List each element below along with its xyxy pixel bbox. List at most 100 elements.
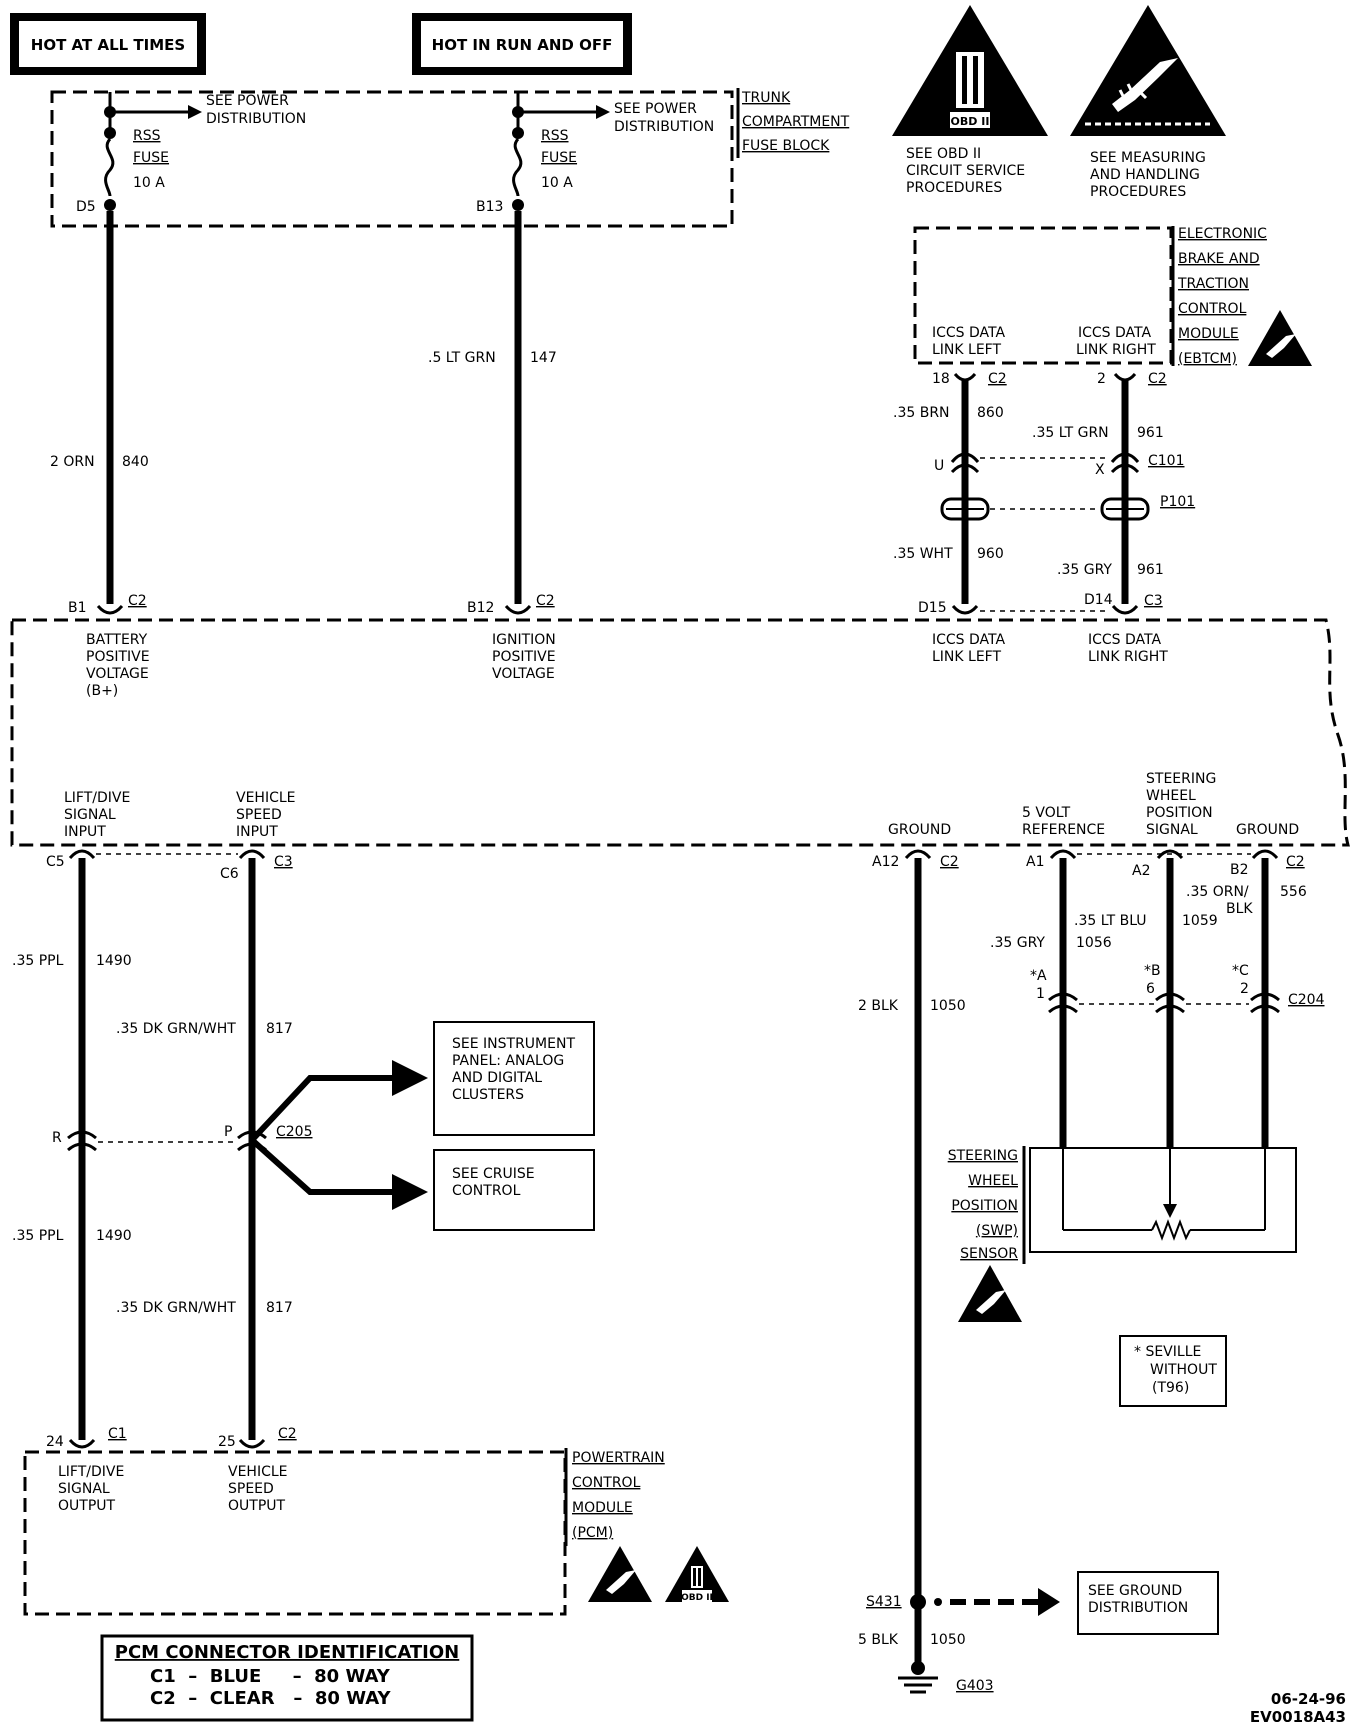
svg-text:BRAKE AND: BRAKE AND: [1178, 251, 1260, 267]
svg-text:860: 860: [977, 405, 1004, 421]
ebtcm-outline: [913, 226, 1173, 365]
svg-text:A12: A12: [872, 854, 899, 870]
svg-text:SEE INSTRUMENT: SEE INSTRUMENT: [452, 1036, 575, 1052]
svg-text:B13: B13: [476, 199, 503, 215]
svg-text:SIGNAL: SIGNAL: [1146, 822, 1198, 838]
svg-text:C2: C2: [1148, 371, 1167, 387]
fuse-block-outline: [50, 90, 734, 228]
pcm-esd-icon: [588, 1546, 652, 1602]
main-module-outline: [10, 618, 1350, 847]
svg-text:SPEED: SPEED: [236, 807, 282, 823]
svg-text:STEERING: STEERING: [1146, 771, 1216, 787]
hot-in-run-box: HOT IN RUN AND OFF: [412, 13, 632, 75]
svg-text:VOLTAGE: VOLTAGE: [86, 666, 149, 682]
svg-text:CONTROL: CONTROL: [452, 1183, 521, 1199]
svg-text:RSS: RSS: [541, 128, 569, 144]
svg-text:POSITION: POSITION: [1146, 805, 1213, 821]
svg-text:LINK RIGHT: LINK RIGHT: [1088, 649, 1168, 665]
svg-text:SEE OBD II: SEE OBD II: [906, 146, 981, 162]
svg-text:.35 GRY: .35 GRY: [990, 935, 1045, 951]
hot-at-all-times-label: HOT AT ALL TIMES: [31, 36, 185, 54]
c101-connector: U X C101: [934, 452, 1185, 478]
p101-passthrough: P101: [940, 494, 1195, 521]
see-instrument-panel-box: SEE INSTRUMENT PANEL: ANALOG AND DIGITAL…: [433, 1021, 595, 1136]
svg-text:960: 960: [977, 546, 1004, 562]
svg-text:FUSE BLOCK: FUSE BLOCK: [742, 138, 830, 154]
svg-text:POWERTRAIN: POWERTRAIN: [572, 1450, 665, 1466]
svg-text:LINK LEFT: LINK LEFT: [932, 649, 1001, 665]
obd-ii-warning-icon: OBD II: [892, 5, 1048, 136]
svg-text:PROCEDURES: PROCEDURES: [906, 180, 1002, 196]
svg-text:COMPARTMENT: COMPARTMENT: [742, 114, 850, 130]
svg-text:.35 LT BLU: .35 LT BLU: [1074, 913, 1147, 929]
diagram-code: EV0018A43: [1250, 1708, 1346, 1726]
c205-connector: R P C205: [52, 1124, 313, 1152]
svg-text:.35 PPL: .35 PPL: [12, 1228, 64, 1244]
svg-text:C2: C2: [278, 1426, 297, 1442]
svg-text:.35 ORN/: .35 ORN/: [1186, 884, 1249, 900]
pcm-title: POWERTRAIN CONTROL MODULE (PCM): [564, 1448, 665, 1546]
svg-text:TRACTION: TRACTION: [1177, 276, 1249, 292]
rss-fuse-left: SEE POWER DISTRIBUTION RSS FUSE 10 A D5: [76, 92, 306, 215]
svg-text:BLK: BLK: [1226, 901, 1253, 917]
svg-text:.35 DK GRN/WHT: .35 DK GRN/WHT: [116, 1300, 236, 1316]
svg-text:VEHICLE: VEHICLE: [228, 1464, 288, 1480]
svg-text:ICCS DATA: ICCS DATA: [932, 632, 1006, 648]
svg-text:10 A: 10 A: [541, 175, 573, 191]
svg-text:SIGNAL: SIGNAL: [64, 807, 116, 823]
svg-text:C101: C101: [1148, 453, 1185, 469]
svg-text:1490: 1490: [96, 1228, 132, 1244]
svg-text:.35 PPL: .35 PPL: [12, 953, 64, 969]
svg-text:1056: 1056: [1076, 935, 1112, 951]
svg-text:18: 18: [932, 371, 950, 387]
svg-text:GROUND: GROUND: [888, 822, 951, 838]
svg-text:C1: C1: [108, 1426, 127, 1442]
svg-text:(B+): (B+): [86, 683, 118, 699]
svg-text:VEHICLE: VEHICLE: [236, 790, 296, 806]
svg-text:*A: *A: [1030, 968, 1047, 984]
svg-text:1490: 1490: [96, 953, 132, 969]
svg-text:CLUSTERS: CLUSTERS: [452, 1087, 524, 1103]
esd-warning-icon: [1070, 5, 1226, 136]
svg-text:(EBTCM): (EBTCM): [1178, 351, 1237, 367]
svg-text:WHEEL: WHEEL: [1146, 788, 1196, 804]
svg-text:CIRCUIT SERVICE: CIRCUIT SERVICE: [906, 163, 1025, 179]
svg-text:*C: *C: [1232, 963, 1249, 979]
c204-connector: *A 1 *B 6 *C 2 C204: [1030, 963, 1325, 1014]
svg-text:817: 817: [266, 1300, 293, 1316]
svg-text:C2: C2: [1286, 854, 1305, 870]
svg-text:CONTROL: CONTROL: [572, 1475, 641, 1491]
svg-text:25: 25: [218, 1434, 236, 1450]
svg-text:RSS: RSS: [133, 128, 161, 144]
svg-text:U: U: [934, 458, 944, 474]
svg-text:C2: C2: [128, 593, 147, 609]
svg-text:C3: C3: [1144, 593, 1163, 609]
module-bottom-pins: C5 C6 C3 A12 C2 A1 A2 B2 C2: [46, 849, 1305, 882]
svg-text:DISTRIBUTION: DISTRIBUTION: [1088, 1600, 1188, 1616]
see-cruise-control-box: SEE CRUISE CONTROL: [433, 1149, 595, 1231]
svg-text:556: 556: [1280, 884, 1307, 900]
svg-text:.35 WHT: .35 WHT: [893, 546, 953, 562]
branch-arrows: [249, 1060, 428, 1210]
svg-text:C2: C2: [536, 593, 555, 609]
hot-at-all-times-box: HOT AT ALL TIMES: [10, 13, 206, 75]
svg-text:24: 24: [46, 1434, 64, 1450]
svg-text:147: 147: [530, 350, 557, 366]
svg-text:961: 961: [1137, 562, 1164, 578]
svg-text:*B: *B: [1144, 963, 1161, 979]
svg-text:1050: 1050: [930, 1632, 966, 1648]
pcm-connector-identification: PCM CONNECTOR IDENTIFICATION C1 – BLUE –…: [100, 1634, 474, 1722]
svg-text:WITHOUT: WITHOUT: [1150, 1362, 1217, 1378]
svg-text:R: R: [52, 1130, 62, 1146]
svg-text:B12: B12: [467, 600, 494, 616]
svg-text:10 A: 10 A: [133, 175, 165, 191]
svg-text:(SWP): (SWP): [976, 1223, 1018, 1239]
svg-text:PCM CONNECTOR IDENTIFICATION: PCM CONNECTOR IDENTIFICATION: [115, 1642, 460, 1663]
svg-text:A1: A1: [1026, 854, 1044, 870]
svg-text:C204: C204: [1288, 992, 1325, 1008]
svg-text:CONTROL: CONTROL: [1178, 301, 1247, 317]
svg-text:1050: 1050: [930, 998, 966, 1014]
svg-text:961: 961: [1137, 425, 1164, 441]
pcm-pins: 24 C1 25 C2: [46, 1426, 297, 1450]
